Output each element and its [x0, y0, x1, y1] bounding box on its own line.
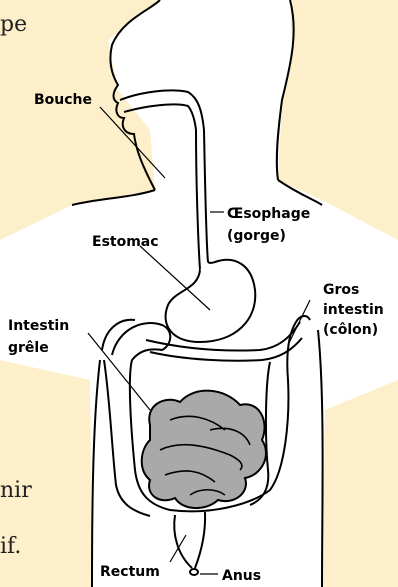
- label-bouche: Bouche: [34, 92, 92, 108]
- label-grele: grêle: [8, 340, 49, 356]
- label-estomac: Estomac: [92, 234, 159, 250]
- label-intestin: Intestin: [8, 318, 69, 334]
- label-rectum: Rectum: [100, 564, 160, 580]
- label-gros: Gros: [323, 282, 359, 298]
- label-colon: (côlon): [323, 322, 378, 338]
- label-gorge: (gorge): [227, 228, 286, 244]
- label-oesophage: Œsophage: [227, 206, 310, 222]
- anus: [190, 569, 198, 575]
- label-intestin-colon: intestin: [323, 302, 384, 318]
- label-anus: Anus: [222, 568, 261, 584]
